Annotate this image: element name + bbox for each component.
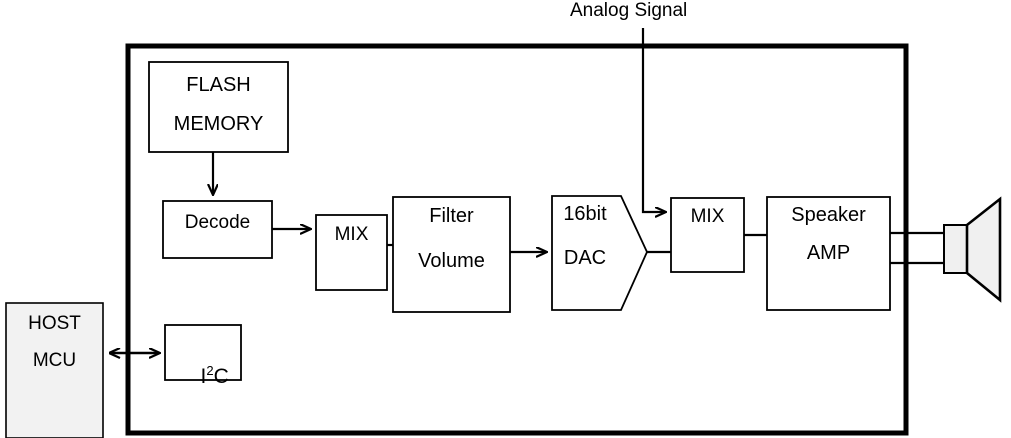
flash-memory-box[interactable] [148, 61, 289, 153]
mix-2-box[interactable] [670, 197, 745, 273]
speaker-body [943, 224, 968, 274]
analog-signal-wire [641, 28, 665, 212]
decode-box[interactable] [162, 200, 273, 259]
mix-1-box[interactable] [315, 214, 388, 291]
i2c-box[interactable] [164, 324, 242, 381]
speaker-cone-icon [965, 196, 1002, 303]
host-mcu-box[interactable] [5, 302, 104, 438]
filter-volume-box[interactable] [392, 196, 511, 313]
dac-shape[interactable] [551, 195, 648, 311]
analog-signal-label: Analog Signal [570, 0, 688, 21]
speaker-amp-box[interactable] [766, 196, 891, 311]
